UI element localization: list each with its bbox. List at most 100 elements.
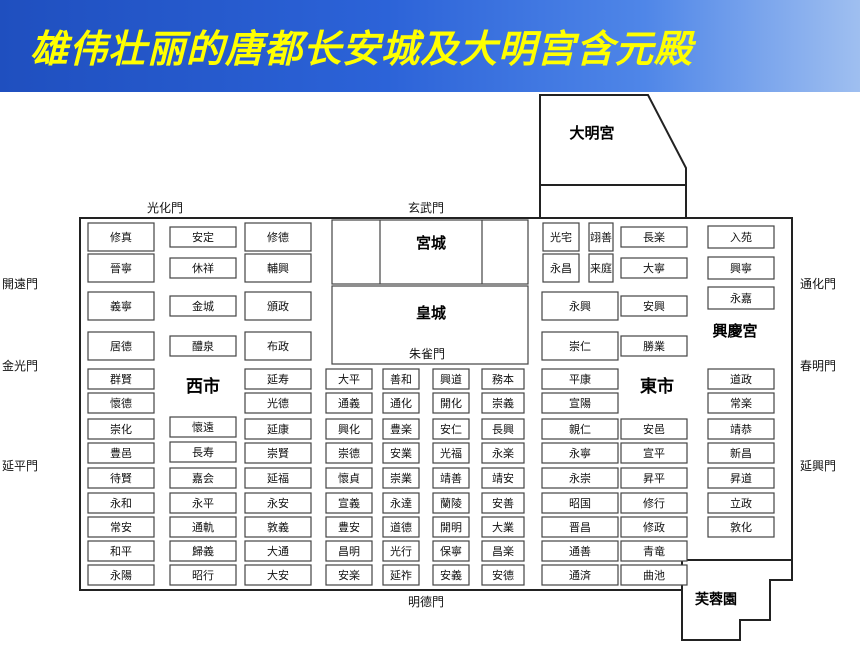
ward-label: 開化 — [440, 396, 462, 410]
ward-label: 安仁 — [440, 422, 462, 436]
ward-block — [169, 564, 237, 586]
imperial-city-block — [331, 285, 529, 365]
ward-label: 敦義 — [267, 520, 289, 534]
ward-block — [325, 540, 373, 562]
ward-label: 義寧 — [110, 299, 132, 313]
wards-layer: 修真晉寧義寧居德群賢懷德崇化豊邑待賢永和常安和平永陽安定休祥金城醴泉懷遠長寿嘉会… — [87, 222, 775, 586]
ward-block — [244, 516, 312, 538]
ward-label: 興化 — [338, 422, 360, 436]
gate-chunming: 春明門 — [800, 359, 836, 373]
ward-label: 通済 — [569, 568, 591, 582]
ward-block — [244, 368, 312, 390]
ward-label: 昇平 — [643, 472, 665, 485]
ward-block — [244, 467, 312, 489]
ward-block — [432, 442, 470, 464]
ward-block — [481, 442, 525, 464]
ward-label: 安義 — [440, 568, 462, 582]
ward-block — [87, 540, 155, 562]
ward-label: 常安 — [110, 520, 132, 534]
ward-block — [87, 222, 155, 252]
ward-block — [707, 286, 775, 310]
ward-label: 立政 — [730, 496, 752, 510]
ward-block — [481, 392, 525, 414]
ward-block — [325, 516, 373, 538]
ward-label: 新昌 — [730, 446, 752, 460]
gate-yanxing: 延興門 — [800, 459, 836, 473]
ward-block — [541, 392, 619, 414]
ward-label: 大寧 — [643, 261, 665, 275]
ward-block — [620, 295, 688, 317]
ward-label: 永和 — [110, 496, 132, 510]
ward-block — [620, 335, 688, 357]
ward-block — [244, 291, 312, 321]
ward-block — [542, 222, 580, 252]
ward-label: 永崇 — [569, 471, 591, 485]
ward-block — [707, 492, 775, 514]
ward-label: 安邑 — [643, 422, 665, 436]
ward-label: 輔興 — [267, 262, 289, 275]
ward-label: 崇德 — [338, 446, 360, 460]
title-bar: 雄伟壮丽的唐都长安城及大明宫含元殿 — [0, 0, 860, 92]
imperial-city-label: 皇城 — [416, 304, 446, 322]
ward-label: 善和 — [390, 372, 412, 386]
ward-label: 光宅 — [550, 230, 572, 244]
ward-block — [542, 253, 580, 283]
gate-jinguang: 金光門 — [2, 358, 38, 373]
ward-block — [87, 392, 155, 414]
ward-label: 昌楽 — [492, 545, 514, 558]
gate-yanping: 延平門 — [2, 459, 38, 473]
ward-block — [325, 564, 373, 586]
ward-label: 晋昌 — [569, 521, 591, 534]
ward-block — [382, 540, 420, 562]
ward-label: 興道 — [440, 372, 462, 386]
ward-label: 開明 — [440, 521, 462, 534]
ward-label: 安善 — [492, 496, 514, 510]
palace-city-block — [331, 219, 529, 285]
ward-label: 昭国 — [569, 497, 591, 510]
ward-block — [382, 442, 420, 464]
gate-guanghua: 光化門 — [147, 201, 183, 215]
ward-label: 崇仁 — [569, 340, 591, 353]
ward-block — [325, 492, 373, 514]
ward-block — [541, 418, 619, 440]
ward-label: 豊楽 — [390, 423, 412, 436]
ward-block — [169, 335, 237, 357]
ward-label: 延福 — [267, 471, 289, 485]
palace-city-label-1: 宮城 — [416, 234, 446, 252]
ward-label: 永安 — [267, 496, 289, 510]
ward-block — [707, 442, 775, 464]
ward-block — [382, 392, 420, 414]
ward-label: 昭行 — [192, 569, 214, 582]
ward-block — [87, 492, 155, 514]
daming-palace-outline — [539, 94, 687, 218]
ward-label: 懷德 — [110, 396, 132, 410]
ward-block — [481, 368, 525, 390]
ward-block — [707, 392, 775, 414]
ward-block — [432, 492, 470, 514]
ward-label: 安定 — [192, 230, 214, 244]
ward-label: 勝業 — [643, 339, 665, 353]
ward-block — [169, 416, 237, 438]
ward-block — [432, 392, 470, 414]
gate-kaiyuan: 開遠門 — [2, 277, 38, 291]
ward-block — [87, 418, 155, 440]
ward-label: 永嘉 — [730, 291, 752, 305]
ward-label: 興寧 — [730, 261, 752, 275]
ward-label: 居德 — [110, 339, 132, 353]
ward-label: 布政 — [267, 339, 289, 353]
ward-label: 長寿 — [192, 445, 214, 459]
ward-label: 道德 — [390, 520, 412, 534]
ward-label: 蘭陵 — [440, 497, 462, 510]
gate-mingde: 明德門 — [408, 594, 444, 609]
ward-block — [87, 291, 155, 321]
ward-block — [244, 331, 312, 361]
ward-block — [244, 253, 312, 283]
slide-title: 雄伟壮丽的唐都长安城及大明宫含元殿 — [30, 27, 694, 71]
ward-block — [382, 467, 420, 489]
ward-label: 入苑 — [730, 231, 752, 244]
ward-label: 敦化 — [730, 520, 752, 534]
furong-garden-outline — [681, 560, 793, 641]
ward-label: 曲池 — [643, 569, 665, 582]
ward-block — [707, 516, 775, 538]
ward-block — [541, 368, 619, 390]
